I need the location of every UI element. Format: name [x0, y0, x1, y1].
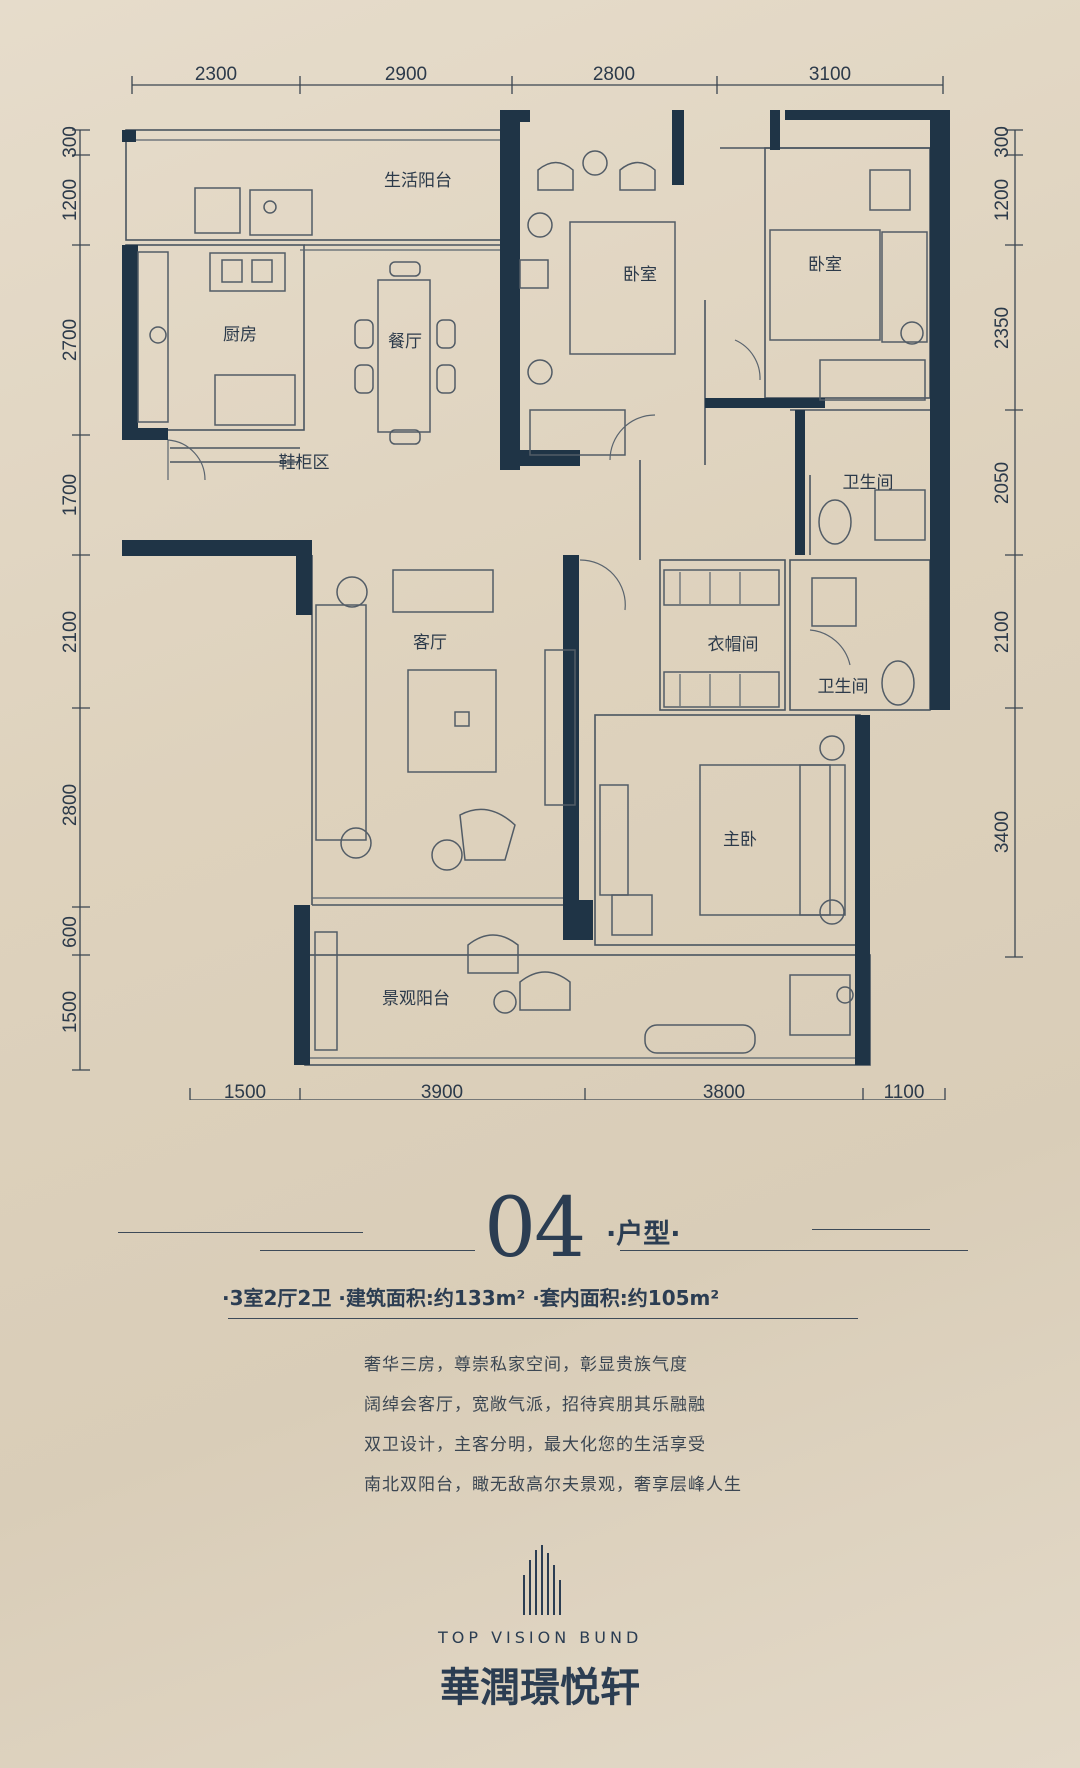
label-bathroom-2: 卫生间	[818, 677, 869, 697]
brand-english: TOP VISION BUND	[438, 1628, 643, 1647]
left-dim-1: 300	[60, 126, 81, 158]
walls	[122, 110, 950, 1065]
bottom-dim-1: 1500	[224, 1082, 266, 1100]
left-dimension-line: 300 1200 2700 1700 2100 2800 600 1500	[60, 126, 90, 1071]
description-line-1: 奢华三房，尊崇私家空间，彰显贵族气度	[364, 1355, 688, 1375]
left-dim-5: 2100	[60, 611, 81, 653]
right-dim-2: 1200	[992, 179, 1013, 221]
brand-logo-icon	[523, 1545, 561, 1615]
label-living-room: 客厅	[413, 633, 447, 653]
right-dim-5: 2100	[992, 611, 1013, 653]
left-dim-2: 1200	[60, 179, 81, 221]
description-line-2: 阔绰会客厅，宽敞气派，招待宾朋其乐融融	[364, 1395, 706, 1415]
header-rule-right-top	[812, 1229, 930, 1230]
bottom-dim-4: 1100	[884, 1082, 925, 1100]
bottom-dim-2: 3900	[421, 1082, 463, 1100]
left-dim-7: 600	[60, 916, 81, 948]
label-master-bedroom: 主卧	[723, 830, 757, 850]
unit-number: 04	[484, 1181, 586, 1276]
unit-type-label: ·户型·	[606, 1219, 681, 1250]
left-dim-8: 1500	[60, 991, 81, 1033]
left-dim-6: 2800	[60, 784, 81, 826]
label-shoe-cabinet: 鞋柜区	[279, 453, 330, 473]
bottom-dimension-line: 1500 3900 3800 1100	[189, 1082, 946, 1100]
description-line-4: 南北双阳台，瞰无敌高尔夫景观，奢享层峰人生	[364, 1475, 742, 1495]
label-kitchen: 厨房	[223, 325, 257, 345]
top-dimension-line: 2300 2900 2800 3100	[131, 64, 944, 94]
top-dim-4: 3100	[809, 64, 851, 85]
room-labels: 生活阳台 卧室 卧室 厨房 餐厅 鞋柜区 卫生间 客厅 衣帽间 卫生间 主卧 景…	[223, 171, 894, 1009]
top-dim-1: 2300	[195, 64, 237, 85]
right-dimension-line: 300 1200 2350 2050 2100 3400	[992, 126, 1023, 958]
description-line-3: 双卫设计，主客分明，最大化您的生活享受	[364, 1435, 706, 1455]
left-dim-4: 1700	[60, 474, 81, 516]
plan-outlines	[125, 129, 931, 1066]
unit-specs: ·3室2厅2卫 ·建筑面积:约133m² ·套内面积:约105m²	[222, 1286, 720, 1310]
right-dim-4: 2050	[992, 462, 1013, 504]
label-bedroom-1: 卧室	[623, 265, 657, 285]
left-dim-3: 2700	[60, 319, 81, 361]
label-bedroom-2: 卧室	[808, 255, 842, 275]
header-rule-left-top	[118, 1232, 363, 1233]
right-dim-1: 300	[992, 126, 1013, 158]
label-living-balcony: 生活阳台	[384, 171, 452, 191]
furniture	[137, 150, 928, 1054]
label-dining: 餐厅	[388, 332, 422, 352]
right-dim-6: 3400	[992, 811, 1013, 853]
top-dim-3: 2800	[593, 64, 635, 85]
top-dim-2: 2900	[385, 64, 427, 85]
specs-underline	[228, 1318, 858, 1319]
label-closet: 衣帽间	[708, 635, 759, 655]
brand-chinese: 華潤璟悦轩	[440, 1664, 640, 1711]
header-rule-right-bottom	[620, 1250, 968, 1251]
right-dim-3: 2350	[992, 307, 1013, 349]
bottom-dim-3: 3800	[703, 1082, 745, 1100]
header-rule-left-bottom	[260, 1250, 475, 1251]
label-bathroom-1: 卫生间	[843, 473, 894, 493]
label-view-balcony: 景观阳台	[382, 989, 450, 1009]
floor-plan: 2300 2900 2800 3100 1500 3900 3800 1100 …	[60, 64, 1023, 1100]
